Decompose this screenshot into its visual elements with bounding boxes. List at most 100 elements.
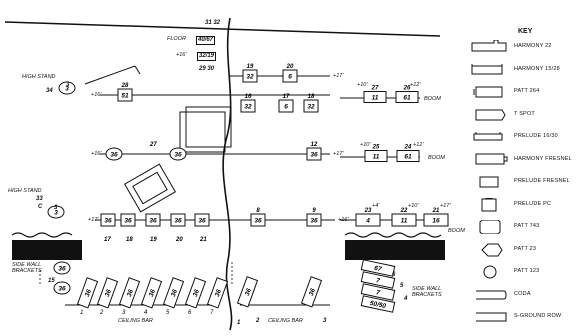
fixture-unit: 617 [278, 94, 294, 113]
boom-label-bottom: BOOM [448, 228, 465, 234]
wall-fixture: 7 [360, 271, 396, 289]
channel-number: 15 [48, 278, 55, 284]
key-item: PRELUDE PC [470, 197, 580, 212]
fixture-value: 36 [126, 288, 135, 298]
ceiling-bar-label-left: CEILING BAR [118, 318, 153, 324]
key-item-label: PATT 123 [514, 268, 540, 274]
ceiling-fixture: 36 [96, 277, 119, 309]
fixture-value: 6 [284, 104, 288, 111]
ceiling-fixture-right: 36 [300, 276, 323, 308]
channel-number: 8 [256, 208, 260, 214]
fixture-unit: 36 [145, 213, 161, 227]
channel-pair: 29 30 [199, 66, 215, 72]
t-spot-icon [470, 108, 510, 122]
channel-number: 1 [80, 310, 83, 316]
fixture-unit: 369 [306, 208, 322, 227]
channel-number: 18 [308, 94, 315, 100]
stand-arm-top [84, 65, 136, 85]
channel-number: 9 [312, 208, 316, 214]
fixture-value: 36 [174, 152, 182, 159]
key-item: PATT 23 [470, 243, 580, 257]
key-item-label: HARMONY FRESNEL [514, 155, 572, 162]
fixture-unit: 368 [250, 208, 266, 227]
ground-row-wave-left [11, 232, 73, 238]
channel-number: 22 [400, 208, 408, 214]
fixture-value: 51 [121, 93, 129, 100]
floor-units-2: 32/19 [197, 52, 217, 61]
channel-number: 17 [104, 237, 111, 243]
key-item: HARMONY 22 [470, 39, 580, 54]
ceiling-bar-label-right: CEILING BAR [268, 318, 303, 324]
stand-code-bottom: 33 [36, 196, 43, 202]
key-item-label: PRELUDE FRESNEL [514, 178, 570, 184]
channel-number: 2 [256, 318, 260, 324]
fixture-value: 36 [192, 288, 201, 298]
channel-number: 24 [404, 145, 412, 151]
prelude-16-30-icon [470, 130, 510, 144]
height-label: +17' [333, 73, 344, 79]
key-item: PATT 743 [470, 219, 580, 235]
key-item: PATT 123 [470, 265, 580, 279]
key-item-label: HARMONY 15/28 [514, 65, 560, 72]
fixture-value: 36 [308, 287, 317, 297]
height-label: +10' [360, 142, 371, 148]
channel-number: 21 [199, 237, 207, 243]
boom-label-mid: BOOM [428, 155, 445, 161]
fixture-value: 3 [54, 210, 58, 217]
wall-fixture: 7 [360, 283, 396, 301]
fixture-unit: 36 [170, 213, 186, 227]
key-item: S-GROUND ROW [470, 310, 580, 324]
height-label: +16' [176, 52, 187, 58]
round-fixture: 36 [53, 281, 71, 295]
channel-number: 27 [149, 142, 157, 148]
channel-number: 6 [188, 310, 192, 316]
fixture-value: 61 [403, 95, 411, 102]
height-label: +12' [410, 82, 421, 88]
wall-fixture: 50/50 [360, 295, 396, 313]
prelude-fresnel-icon [470, 175, 510, 189]
channel-number: 12 [311, 142, 318, 148]
scenery-box-a [179, 111, 226, 153]
high-stand-label-bottom: HIGH STAND [8, 188, 42, 194]
key-item: PATT 264 [470, 85, 580, 99]
key-item-label: PATT 743 [514, 223, 540, 229]
channel-number: 16 [245, 94, 252, 100]
channel-number: 18 [126, 237, 133, 243]
channel-number: 3 [122, 310, 126, 316]
channel-number: 6 [392, 272, 396, 278]
fixture-unit: 36 [194, 213, 210, 227]
key-item-label: PATT 23 [514, 245, 537, 252]
high-stand-label-top: HIGH STAND [22, 74, 56, 80]
fixture-value: 67 [374, 265, 383, 273]
harmony-15-28-icon [470, 63, 510, 77]
channel-number: 5 [400, 283, 404, 289]
stand-fixture-bottom: 3 [47, 205, 65, 219]
fixture-value: 3 [65, 86, 69, 93]
fixture-unit: 11 22 [391, 208, 417, 227]
harmony-22-icon [470, 39, 510, 54]
fixture-value: 11 [401, 218, 408, 225]
key-item-label: S-GROUND ROW [514, 313, 562, 319]
fixture-value: 36 [310, 152, 318, 159]
patt-123-icon [470, 265, 510, 279]
stand-num-top: 3 [66, 82, 70, 88]
stage-wall-line [4, 21, 441, 37]
stand-fixture-top: 3 [58, 81, 76, 95]
fixture-value: 11 [373, 154, 380, 161]
fixture-value: 36 [214, 288, 223, 298]
round-fixture: 36 [53, 261, 71, 275]
ceiling-fixture: 36 [118, 277, 141, 309]
fixture-unit: 36 12 [306, 142, 322, 161]
key-item-label: PATT 264 [514, 88, 540, 94]
coda-icon [470, 288, 510, 302]
channel-number: 2 [99, 310, 104, 316]
fixture-value: 32 [246, 74, 254, 81]
prelude-pc-icon [470, 197, 510, 212]
side-wall-label-left: SIDE WALL BRACKETS [12, 262, 42, 274]
channel-number: 28 [121, 83, 129, 89]
key-item-label: PRELUDE 16/30 [514, 133, 558, 139]
